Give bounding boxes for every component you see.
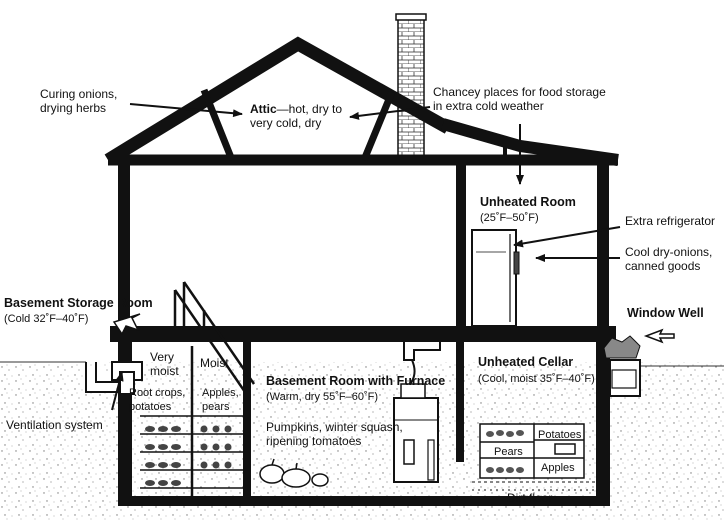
label-bin-pears: Pears — [494, 446, 523, 458]
label-unheated-room-temp: (25˚F–50˚F) — [480, 212, 539, 224]
extra-refrigerator — [471, 229, 520, 327]
label-bin-potatoes: Potatoes — [538, 429, 582, 441]
label-dirt-floor: Dirt floor — [507, 491, 553, 505]
label-furnace-room-temp: (Warm, dry 55˚F–60˚F) — [266, 391, 379, 403]
label-basement-storage-temp: (Cold 32˚F–40˚F) — [4, 313, 89, 325]
label-pumpkins: Pumpkins, winter squash, ripening tomato… — [266, 420, 403, 448]
storage-shelves — [140, 346, 244, 496]
basement-stairs — [173, 281, 256, 393]
label-apples-pears: Apples, pears — [202, 387, 239, 413]
label-chancey-places: Chancey places for food storage in extra… — [433, 85, 606, 113]
label-attic-desc: —hot, dry to very cold, dry — [250, 102, 343, 130]
label-bin-apples: Apples — [541, 462, 575, 474]
cellar-bins — [479, 423, 585, 479]
label-furnace-room-title: Basement Room with Furnace — [266, 374, 446, 388]
window-well — [603, 335, 641, 397]
label-attic: Attic—hot, dry to very cold, dry — [250, 102, 342, 130]
label-extra-refrigerator: Extra refrigerator — [625, 214, 716, 228]
label-root-crops: Root crops, potatoes — [129, 387, 186, 413]
label-unheated-room-title: Unheated Room — [480, 195, 576, 209]
chimney — [395, 13, 427, 159]
dirt-floor-hatch — [472, 481, 596, 491]
leader-arrows — [111, 103, 621, 411]
label-very-moist: Very moist — [150, 350, 179, 378]
label-attic-title: Attic — [250, 102, 277, 116]
pumpkins — [259, 458, 329, 488]
furnace-duct — [403, 342, 441, 385]
label-curing-onions: Curing onions, drying herbs — [40, 87, 118, 115]
label-unheated-cellar-temp: (Cool, moist 35˚F–40˚F) — [478, 373, 595, 385]
label-unheated-cellar-title: Unheated Cellar — [478, 355, 574, 369]
outline-arrows — [112, 313, 675, 344]
furnace — [393, 383, 439, 483]
label-window-well: Window Well — [627, 306, 704, 320]
label-moist: Moist — [200, 356, 229, 370]
label-basement-storage-title: Basement Storage Room — [4, 296, 153, 310]
label-cool-dry-onions: Cool dry-onions, canned goods — [625, 245, 713, 273]
label-ventilation-system: Ventilation system — [6, 418, 103, 432]
